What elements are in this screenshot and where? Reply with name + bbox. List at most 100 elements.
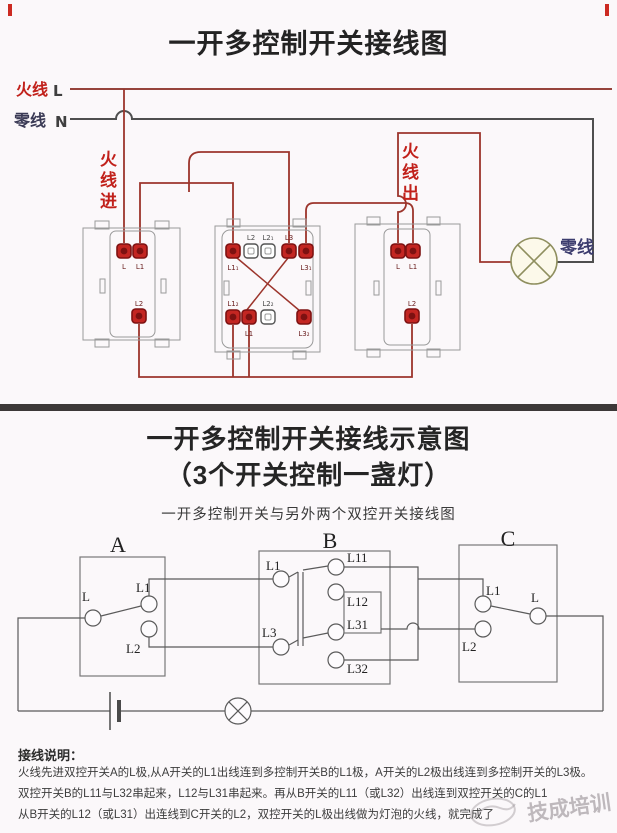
- switch1-tab: [94, 220, 110, 230]
- switch-b-label-l11: L11: [347, 550, 367, 565]
- switch-c-contacts: [474, 595, 547, 638]
- wire-a-l-left: [17, 617, 85, 711]
- schematic-box-c: [458, 544, 558, 683]
- sw1-label-l: L: [122, 263, 126, 271]
- bottom-schematic: A B C L L1 L2 L1 L3 L11 L12 L31 L32 L1 L…: [17, 526, 604, 730]
- switch-b-coupling-bar: [297, 572, 304, 646]
- switch-b-levers: [288, 565, 329, 646]
- wire-sw1l1-sw2: [139, 182, 234, 243]
- switch1-slot: [99, 278, 106, 294]
- wiring-note-line-3: 从B开关的L12（或L31）出连线到C开关的L2，双控开关的L极出线做为灯泡的火…: [18, 809, 495, 821]
- live-out-label: 火线出: [402, 142, 419, 203]
- switch-b-label-l31: L31: [347, 617, 368, 632]
- wire-fire-out: [397, 132, 511, 263]
- switch1-tab: [154, 338, 170, 348]
- neutral-wire-label: 零线: [13, 111, 46, 130]
- lamp-neutral-label: 零线: [559, 237, 594, 258]
- switch2-slot: [305, 280, 312, 296]
- wiring-notes: 接线说明： 火线先进双控开关A的L极,从A开关的L1出线连到多控制开关B的L1极…: [18, 745, 612, 826]
- switch-b-label-l1: L1: [266, 558, 280, 573]
- switch-1: [82, 220, 181, 348]
- switch-3: [354, 216, 461, 358]
- switch-a-contacts: [84, 595, 158, 638]
- switch-c-label-l: L: [531, 590, 539, 605]
- lamp-cross-icon: [228, 701, 248, 721]
- sw3-label-l2: L2: [408, 300, 416, 308]
- switch3-tab: [366, 348, 381, 358]
- sw3-label-l1: L1: [409, 263, 417, 271]
- sw2-label-l3-2: L3₂: [298, 330, 309, 338]
- wire-a-l2-b-l3: [148, 637, 273, 648]
- sw2-label-l1-1: L1₁: [227, 264, 238, 272]
- switch1-tab: [94, 338, 110, 348]
- switch2-tab: [226, 350, 241, 360]
- neutral-wire-letter: N: [55, 113, 68, 131]
- switch-b-label-l12: L12: [347, 594, 368, 609]
- sw2-label-l2: L2: [247, 234, 255, 242]
- lamp-bottom: [224, 697, 252, 725]
- switch3-tab: [366, 216, 381, 226]
- switch-c-label-l1: L1: [486, 583, 500, 598]
- sw1-label-l1: L1: [136, 263, 144, 271]
- switch3-tab: [426, 348, 441, 358]
- switch1-terminals: L L1 L2: [116, 243, 148, 324]
- switch-b-name: B: [323, 528, 338, 553]
- switch2-terminals: L2 L2₁ L3 L1₁ L3₁ L1₂ L2₂ L1 L3₂: [225, 234, 314, 338]
- section-divider: [0, 404, 617, 411]
- switch3-tab: [426, 216, 441, 226]
- watermark-logo: [470, 797, 516, 827]
- switch2-cross-wires: [236, 257, 301, 312]
- sw2-label-l1b: L1: [245, 330, 253, 338]
- crop-mark-top-left: [8, 4, 12, 16]
- wire-b-c-l1: [418, 578, 484, 596]
- crop-mark-top-right: [605, 4, 609, 16]
- schematic-box-b: [258, 550, 391, 685]
- live-wire-letter: L: [53, 82, 63, 100]
- top-diagram-title: 一开多控制开关接线图: [168, 29, 449, 59]
- wire-a-l1-b-l1: [148, 578, 273, 596]
- switch3-panel: [383, 228, 431, 346]
- wire-b-bracket-c-l2: [381, 622, 475, 630]
- sw2-label-l2-2: L2₂: [262, 300, 273, 308]
- lamp-top: [510, 237, 558, 285]
- sw1-label-l2: L2: [135, 300, 143, 308]
- switch1-tab: [154, 220, 170, 230]
- live-in-label: 火线进: [100, 150, 117, 211]
- sw2-label-l2-1: L2₁: [262, 234, 273, 242]
- schematic-wires: [17, 566, 604, 712]
- switch2-slot: [223, 280, 230, 296]
- switch3-slot: [373, 280, 380, 296]
- switch1-slot: [160, 278, 167, 294]
- neutral-wire-line: [70, 110, 594, 263]
- switch-a-label-l2: L2: [126, 641, 140, 656]
- top-wiring-diagram: 火线 L 零线 N L L1 L2: [13, 80, 612, 378]
- switch-2: [214, 218, 321, 360]
- switch-b-label-l32: L32: [347, 661, 368, 676]
- switch1-panel: [109, 230, 156, 338]
- bottom-diagram-subtitle: 一开多控制开关与另外两个双控开关接线图: [161, 507, 456, 523]
- bottom-diagram-title2: （3个开关控制一盏灯）: [165, 460, 452, 490]
- switch-a-label-l: L: [82, 589, 90, 604]
- switch-c-lever: [490, 605, 531, 615]
- switch-b-link-bracket: [343, 591, 382, 634]
- switch-a-name: A: [110, 532, 126, 557]
- wire-sw2-sw3: [305, 202, 414, 243]
- switch-a-label-l1: L1: [136, 580, 150, 595]
- sw2-label-l1-2: L1₂: [227, 300, 238, 308]
- battery-symbol: [109, 692, 121, 730]
- switch-a-lever: [100, 605, 142, 617]
- sw2-label-l3: L3: [285, 234, 293, 242]
- schematic-box-a: [79, 556, 166, 677]
- switch-b-contacts: [272, 558, 345, 669]
- wiring-note-line-2: 双控开关B的L11与L32串起来，L12与L31串起来。再从B开关的L11（或L…: [18, 788, 548, 800]
- lamp-cross-icon: [517, 244, 551, 278]
- sw3-label-l: L: [396, 263, 400, 271]
- switch-b-label-l3: L3: [262, 625, 276, 640]
- switch2-body: [214, 225, 321, 353]
- switch1-body: [82, 227, 181, 341]
- switch3-terminals: L L1 L2: [390, 243, 421, 324]
- bottom-diagram-title: 一开多控制开关接线示意图: [146, 424, 471, 454]
- switch3-slot: [435, 280, 442, 296]
- wire-c-l-out: [546, 615, 604, 711]
- wiring-notes-title: 接线说明：: [18, 748, 84, 763]
